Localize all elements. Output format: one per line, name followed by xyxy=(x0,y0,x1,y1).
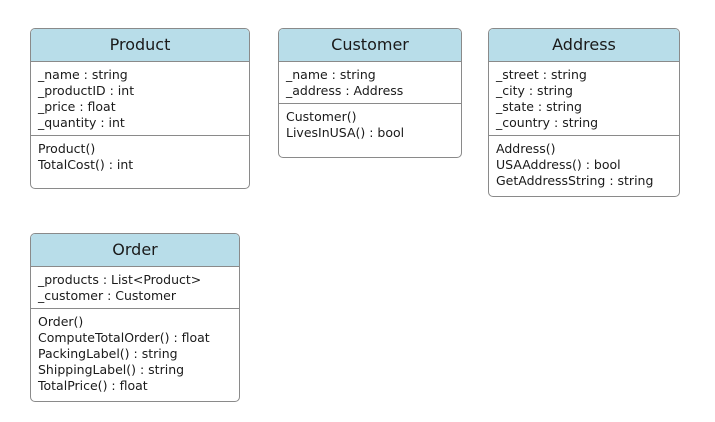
method: USAAddress() : bool xyxy=(496,157,621,172)
method: Address() xyxy=(496,141,556,156)
class-name: Address xyxy=(489,29,679,62)
class-box-product[interactable]: Product _name : string _productID : int … xyxy=(30,28,250,189)
class-box-order[interactable]: Order _products : List<Product> _custome… xyxy=(30,233,240,402)
attribute: _state : string xyxy=(496,99,582,114)
class-box-customer[interactable]: Customer _name : string _address : Addre… xyxy=(278,28,462,158)
method: TotalCost() : int xyxy=(38,157,134,172)
method: TotalPrice() : float xyxy=(38,378,148,393)
attributes-section: _products : List<Product> _customer : Cu… xyxy=(31,267,239,308)
attribute: _name : string xyxy=(286,67,376,82)
attribute: _productID : int xyxy=(38,83,135,98)
method: GetAddressString : string xyxy=(496,173,654,188)
methods-section: Order() ComputeTotalOrder() : float Pack… xyxy=(31,308,239,398)
class-box-address[interactable]: Address _street : string _city : string … xyxy=(488,28,680,197)
attribute: _country : string xyxy=(496,115,599,130)
attribute: _address : Address xyxy=(286,83,404,98)
attribute: _customer : Customer xyxy=(38,288,176,303)
method: ComputeTotalOrder() : float xyxy=(38,330,210,345)
method: PackingLabel() : string xyxy=(38,346,178,361)
attribute: _city : string xyxy=(496,83,573,98)
method: ShippingLabel() : string xyxy=(38,362,185,377)
method: LivesInUSA() : bool xyxy=(286,125,405,140)
methods-section: Customer() LivesInUSA() : bool xyxy=(279,103,461,145)
method: Order() xyxy=(38,314,84,329)
methods-section: Address() USAAddress() : bool GetAddress… xyxy=(489,135,679,193)
methods-section: Product() TotalCost() : int xyxy=(31,135,249,177)
method: Customer() xyxy=(286,109,357,124)
class-name: Order xyxy=(31,234,239,267)
attributes-section: _name : string _address : Address xyxy=(279,62,461,103)
class-name: Product xyxy=(31,29,249,62)
attribute: _quantity : int xyxy=(38,115,125,130)
attributes-section: _street : string _city : string _state :… xyxy=(489,62,679,135)
attribute: _street : string xyxy=(496,67,587,82)
attributes-section: _name : string _productID : int _price :… xyxy=(31,62,249,135)
attribute: _price : float xyxy=(38,99,116,114)
method: Product() xyxy=(38,141,96,156)
attribute: _name : string xyxy=(38,67,128,82)
class-name: Customer xyxy=(279,29,461,62)
attribute: _products : List<Product> xyxy=(38,272,202,287)
